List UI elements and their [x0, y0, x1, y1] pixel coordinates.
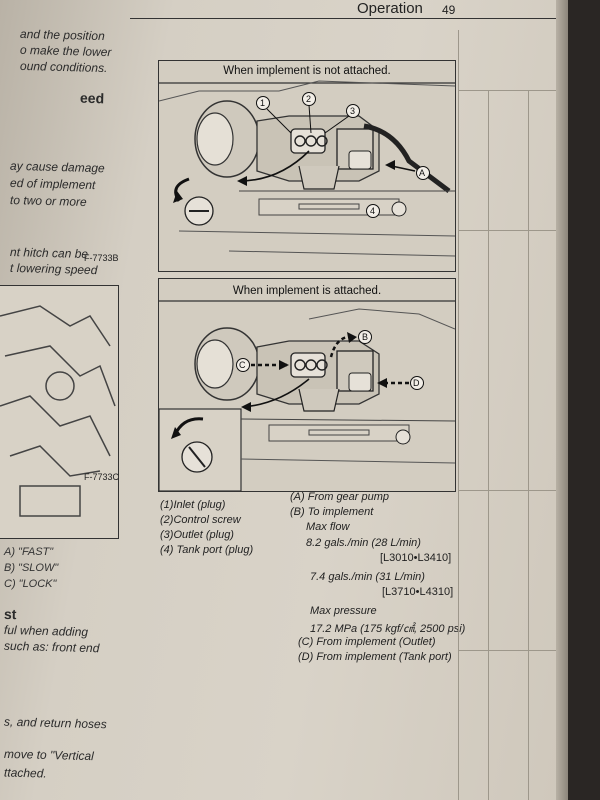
page-number: 49: [442, 3, 456, 17]
legend-item: (A) From gear pump: [290, 491, 390, 503]
legend-item: (B) To implement: [290, 506, 374, 518]
left-line: o make the lower: [19, 42, 112, 60]
callout-label: 1: [260, 98, 265, 108]
left-line: ttached.: [3, 765, 47, 781]
left-legend-line: C) "LOCK": [4, 578, 57, 590]
section-title: Operation: [357, 0, 423, 17]
callout-label: 2: [306, 94, 311, 104]
legend-item: 8.2 gals./min (28 L/min): [306, 537, 421, 549]
legend-item: 17.2 MPa (175 kgf/㎠, 2500 psi): [310, 623, 466, 635]
manual-page: Operation 49 and the position o make the…: [0, 0, 560, 800]
left-heading: st: [3, 605, 17, 623]
diagram-not-attached: When implement is not attached.: [158, 60, 456, 272]
left-line: t lowering speed: [9, 260, 98, 278]
legend-item: (3)Outlet (plug): [160, 529, 234, 541]
page-edge: [556, 0, 568, 800]
left-line: ful when adding: [3, 622, 89, 640]
left-column: and the position o make the lower ound c…: [0, 0, 132, 800]
figure-id: F-7733C: [84, 472, 120, 482]
legend-item: (D) From implement (Tank port): [298, 651, 452, 663]
left-line: and the position: [19, 26, 105, 44]
left-line: ay cause damage: [9, 158, 105, 176]
left-legend-line: A) "FAST": [4, 546, 54, 558]
left-line: ound conditions.: [19, 58, 108, 76]
figure-id: F-7733B: [84, 253, 119, 263]
header-rule: [130, 18, 560, 19]
callout-label: C: [239, 360, 246, 370]
callout-label: A: [419, 168, 425, 178]
legend-item: [L3010•L3410]: [380, 552, 452, 564]
legend-item: 7.4 gals./min (31 L/min): [310, 571, 425, 583]
callout-label: D: [413, 378, 420, 388]
diagram-caption: When implement is attached.: [159, 285, 455, 297]
left-line: move to "Vertical: [3, 746, 95, 764]
legend-item: (C) From implement (Outlet): [298, 636, 436, 648]
left-figure-drawing: [0, 305, 116, 517]
valve-drawing-attached: B C D: [159, 300, 455, 491]
left-line: to two or more: [9, 192, 87, 210]
left-heading: eed: [79, 89, 105, 107]
left-legend-line: B) "SLOW": [4, 562, 59, 574]
legend-item: Max flow: [306, 521, 350, 533]
diagram-caption: When implement is not attached.: [159, 65, 455, 77]
callout-label: 3: [350, 106, 355, 116]
diagram-attached: When implement is attached.: [158, 278, 456, 492]
left-figure: [0, 285, 119, 539]
left-line: such as: front end: [3, 638, 100, 656]
left-line: s, and return hoses: [3, 714, 107, 732]
left-line: ed of implement: [9, 175, 96, 193]
legend-item: (2)Control screw: [160, 514, 241, 526]
legend-item: (1)Inlet (plug): [160, 499, 226, 511]
bleed-through-table: [458, 30, 558, 800]
legend-item: (4) Tank port (plug): [160, 544, 254, 556]
callout-label: 4: [370, 206, 375, 216]
legend-item: Max pressure: [310, 605, 377, 617]
callout-label: B: [362, 332, 368, 342]
valve-drawing-not-attached: 1 2 3 4 A: [159, 72, 455, 257]
legend-item: [L3710•L4310]: [382, 586, 454, 598]
left-line: nt hitch can be: [9, 244, 89, 262]
